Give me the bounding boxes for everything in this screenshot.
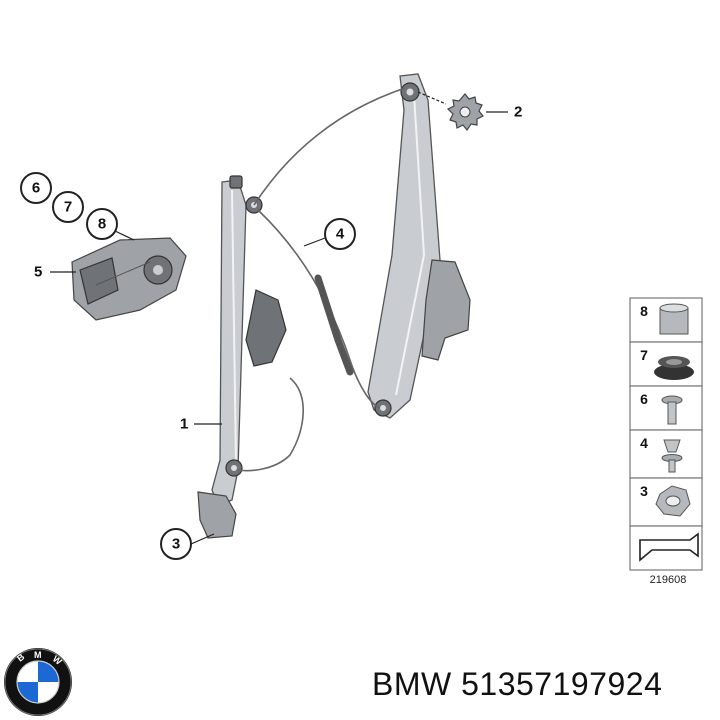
legend-row-7: 7 [629,341,703,387]
callout-4: 4 [324,218,356,250]
svg-text:4: 4 [336,226,345,243]
callout-6: 6 [20,172,52,204]
part-number-caption: BMW 51357197924 [372,666,663,702]
legend-row-3: 3 [629,477,703,527]
legend-row-4: 4 [629,429,703,479]
window-regulator-assembly [197,73,471,539]
gear-icon [446,93,484,132]
bmw-logo: B M W [4,648,72,716]
hardware-legend: 8 7 6 4 3 [629,297,703,586]
top-clip [229,175,243,189]
legend-row-8: 8 [629,297,703,343]
callout-1: 1 [180,416,188,433]
guide-rail-front [211,179,247,506]
cable-cross [257,209,381,409]
window-carrier [245,289,287,367]
svg-text:3: 3 [172,536,180,553]
svg-text:6: 6 [640,391,648,407]
svg-text:M: M [34,650,42,660]
callout-3: 3 [160,528,192,560]
callout-5: 5 [34,264,42,281]
arrow-icon [639,532,699,562]
cable-upper [253,87,406,206]
callout-8: 8 [86,208,118,240]
svg-text:3: 3 [640,483,648,499]
svg-text:B: B [15,651,27,663]
legend-row-arrow [629,525,703,571]
legend-row-6: 6 [629,385,703,431]
callout-2: 2 [514,104,522,121]
legend-code: 219608 [650,574,687,586]
svg-text:8: 8 [98,216,106,233]
svg-text:6: 6 [32,180,40,197]
svg-text:7: 7 [64,199,72,216]
cable-sleeve [314,274,354,376]
cable-lower [237,377,304,472]
lower-mount-bracket [197,491,237,539]
svg-text:7: 7 [640,347,648,363]
svg-text:8: 8 [640,303,648,319]
motor-assembly [71,237,187,321]
svg-text:4: 4 [640,435,648,451]
guide-rail-rear [367,73,441,419]
rear-rail-bracket [421,259,471,361]
callout-7: 7 [52,191,84,223]
